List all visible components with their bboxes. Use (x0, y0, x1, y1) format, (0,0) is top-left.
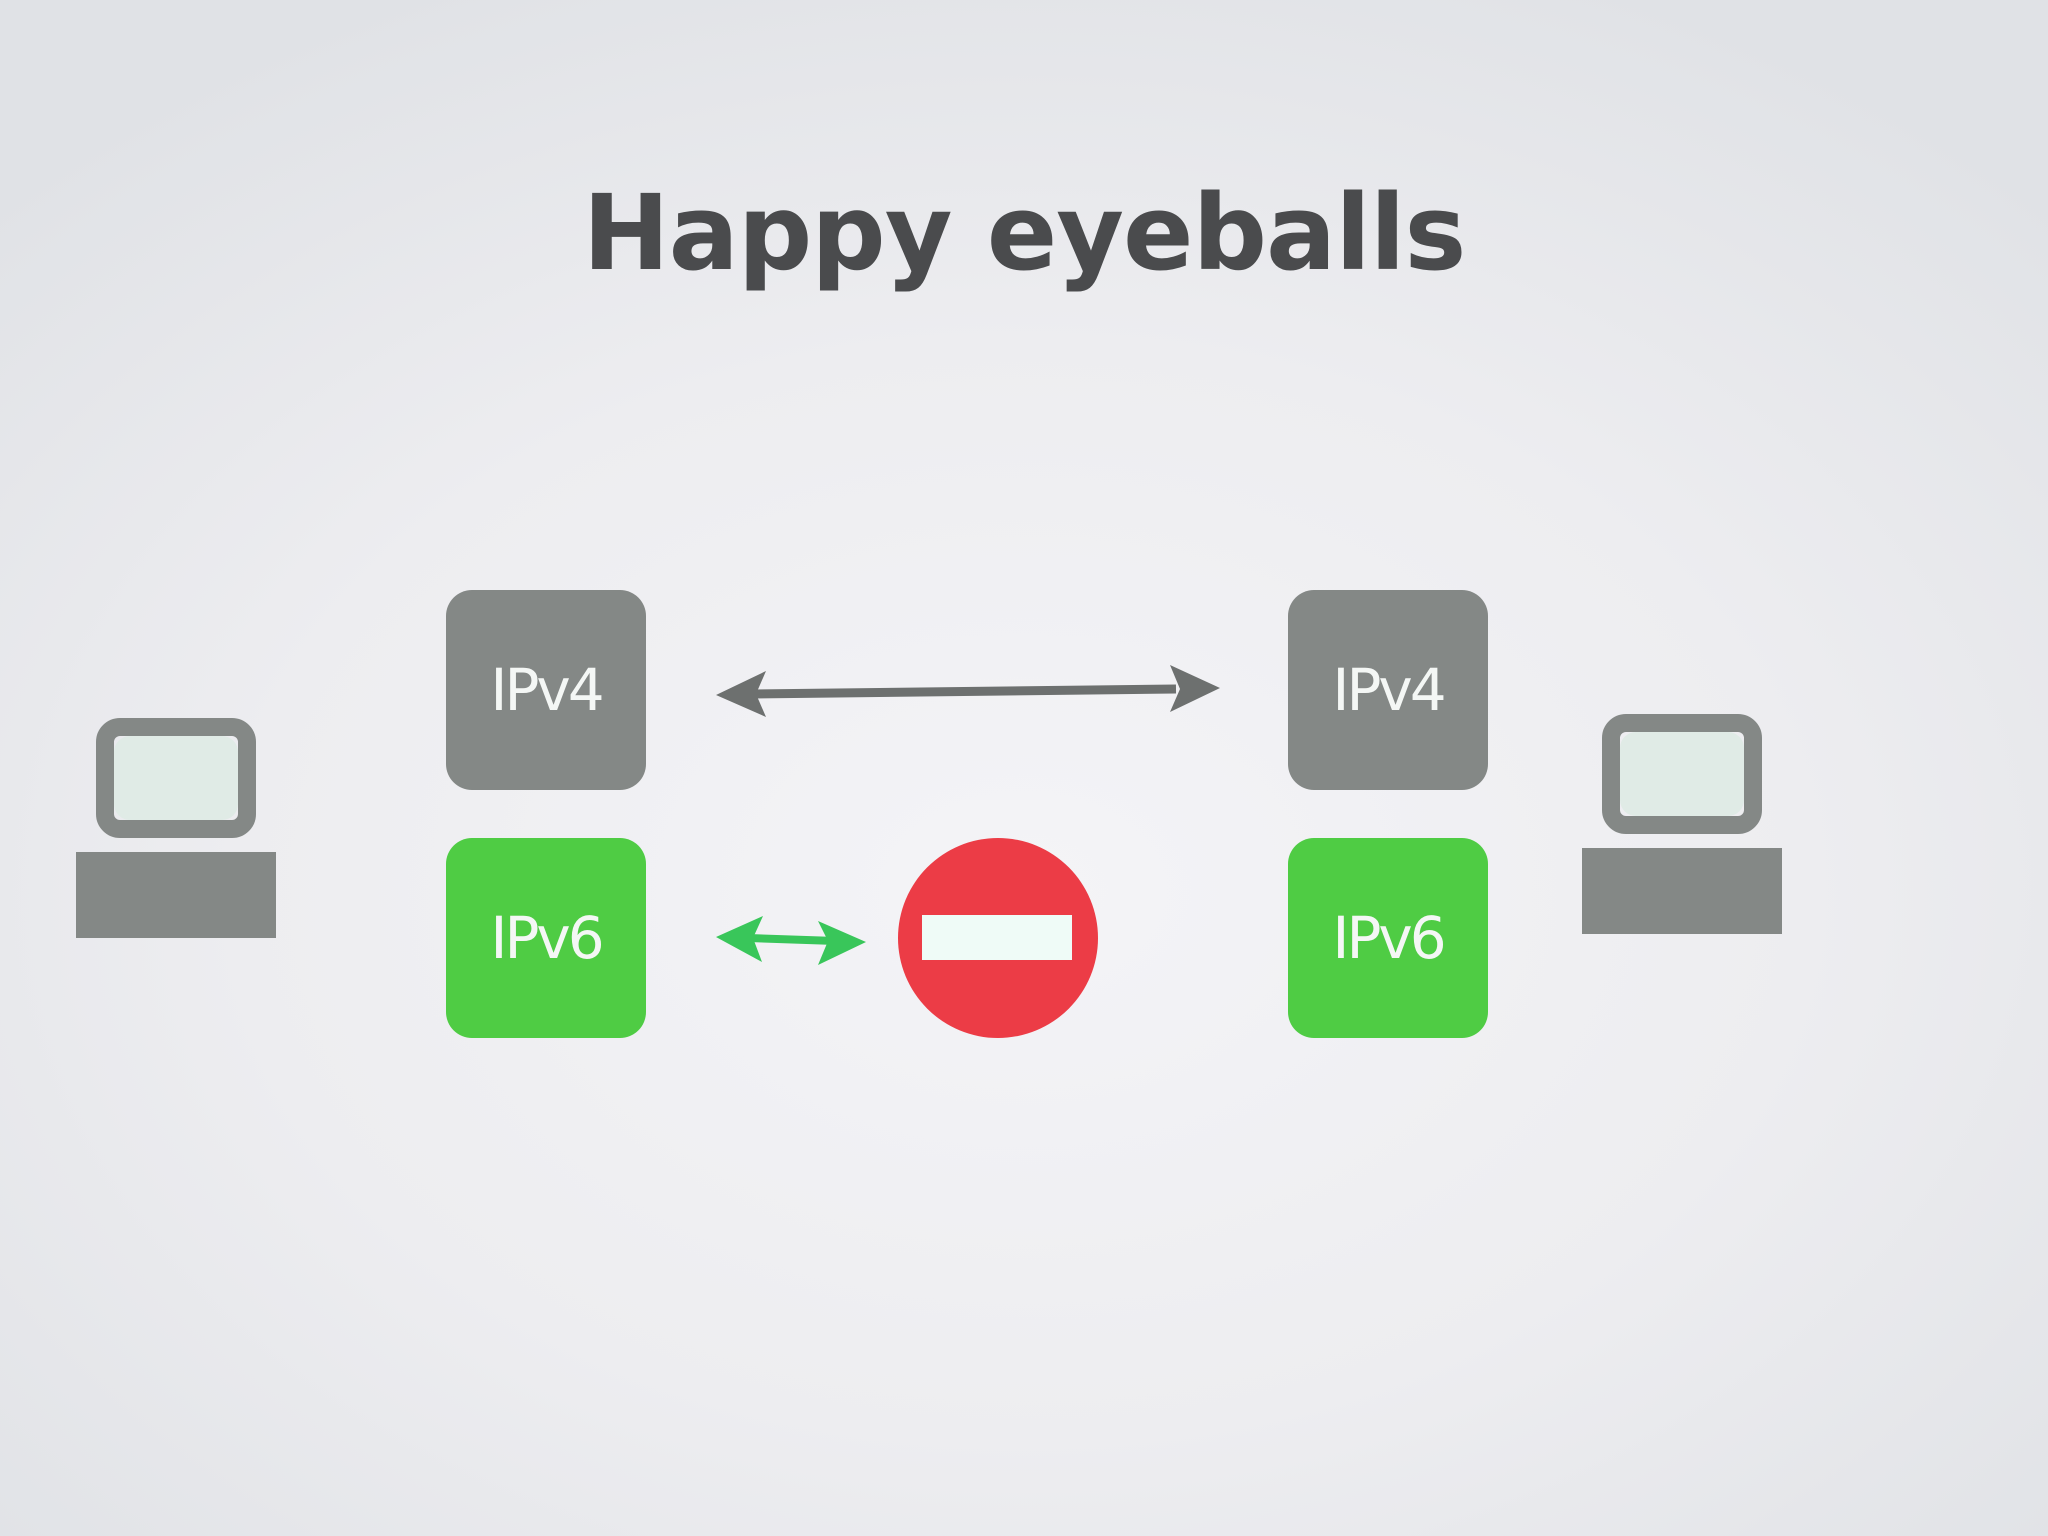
computer-base (76, 852, 276, 938)
monitor (1602, 714, 1762, 834)
left-computer-icon (76, 718, 276, 938)
ipv4-double-arrow-icon (716, 665, 1220, 717)
left-ipv6-box: IPv6 (446, 838, 646, 1038)
screen (114, 736, 238, 820)
ipv6-double-arrow-icon (716, 916, 866, 965)
monitor (96, 718, 256, 838)
right-ipv6-box: IPv6 (1288, 838, 1488, 1038)
no-entry-icon (898, 838, 1098, 1038)
right-ipv4-label: IPv4 (1332, 656, 1446, 724)
left-ipv6-label: IPv6 (490, 904, 604, 972)
screen (1620, 732, 1744, 816)
left-ipv4-label: IPv4 (490, 656, 604, 724)
computer-base (1582, 848, 1782, 934)
right-ipv4-box: IPv4 (1288, 590, 1488, 790)
slide-title: Happy eyeballs (582, 172, 1467, 294)
right-ipv6-label: IPv6 (1332, 904, 1446, 972)
left-ipv4-box: IPv4 (446, 590, 646, 790)
right-computer-icon (1582, 714, 1782, 934)
